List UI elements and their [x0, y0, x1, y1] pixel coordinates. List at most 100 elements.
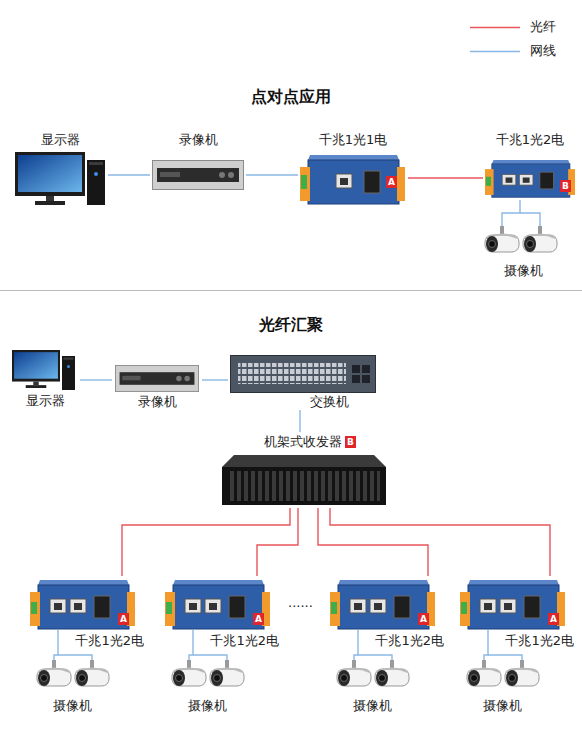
cable-link	[299, 410, 300, 432]
fiber-link	[257, 508, 298, 576]
converter-picture	[30, 580, 135, 629]
cable-link	[484, 650, 488, 660]
cable-link	[108, 174, 150, 175]
converter-picture	[485, 160, 575, 197]
network-switch: 交换机	[228, 352, 378, 410]
cable-branch	[58, 655, 92, 660]
media-converter: 千兆1光2电 B	[483, 128, 577, 200]
rack-transceiver: 机架式收发器B	[218, 432, 388, 508]
device-label: 千兆1光2电	[210, 633, 279, 649]
camera-pair: 摄像机	[165, 660, 249, 718]
camera-picture	[37, 660, 71, 686]
cable-stub	[487, 630, 488, 650]
cable-stub	[357, 630, 358, 650]
media-converter: 千兆1光1电 A	[298, 128, 408, 208]
device-label: 摄像机	[188, 698, 227, 714]
device-label: 摄像机	[504, 263, 543, 279]
monitor-picture	[12, 350, 60, 388]
converter-picture	[165, 580, 270, 629]
cable-link	[80, 379, 112, 380]
rack-picture	[222, 455, 386, 505]
media-converter: 千兆1光2电 A	[28, 576, 146, 650]
video-recorder: 录像机	[150, 128, 246, 194]
cable-link	[246, 174, 298, 175]
media-converter: 千兆1光2电 A	[328, 576, 446, 650]
camera-pair: 摄像机	[30, 660, 114, 718]
recorder-picture	[115, 365, 198, 391]
camera-picture	[467, 660, 501, 686]
cable-stubs	[58, 630, 522, 660]
legend-label: 网线	[530, 43, 556, 59]
section-title: 点对点应用	[0, 87, 582, 107]
fiber-link	[122, 508, 290, 576]
device-label: 显示器	[26, 393, 65, 409]
port-badge: A	[386, 176, 397, 188]
camera-picture	[172, 660, 206, 686]
cable-link	[502, 200, 520, 226]
port-badge: A	[118, 613, 129, 625]
converter-picture	[460, 580, 565, 629]
legend-cable-sample	[470, 51, 520, 52]
pc-tower-picture	[62, 356, 75, 390]
ellipsis-label: ......	[288, 595, 313, 611]
monitor: 显示器	[10, 348, 80, 410]
port-badge: B	[560, 180, 571, 192]
device-label: 摄像机	[53, 698, 92, 714]
fiber-link	[408, 177, 483, 178]
camera-picture	[505, 660, 539, 686]
media-converter: 千兆1光2电 A	[458, 576, 576, 650]
cable-stub	[192, 630, 193, 650]
monitor: 显示器	[12, 128, 108, 208]
device-label: 千兆1光1电	[319, 132, 388, 148]
legend-label: 光纤	[530, 19, 556, 35]
device-label: 千兆1光2电	[496, 132, 565, 148]
camera-picture	[210, 660, 244, 686]
cable-link	[189, 650, 193, 660]
fiber-link	[318, 508, 428, 576]
cable-link	[54, 650, 58, 660]
device-label: 千兆1光2电	[75, 633, 144, 649]
camera-pair: 摄像机	[330, 660, 414, 718]
monitor-picture	[15, 152, 85, 205]
device-label: 录像机	[179, 132, 218, 148]
camera-pair: 摄像机	[478, 226, 568, 280]
cable-stub	[57, 630, 58, 650]
device-label: 录像机	[138, 394, 177, 410]
camera-pair: 摄像机	[460, 660, 544, 718]
section-divider	[0, 290, 582, 291]
device-label: 摄像机	[483, 698, 522, 714]
cable-link	[202, 379, 228, 380]
cable-branch	[358, 655, 392, 660]
cable-branch	[520, 213, 540, 226]
port-badge: B	[345, 436, 356, 448]
port-badge: A	[418, 613, 429, 625]
camera-picture	[375, 660, 409, 686]
camera-picture	[337, 660, 371, 686]
legend-fiber-sample	[470, 27, 520, 28]
device-label: 千兆1光2电	[505, 633, 574, 649]
media-converter: 千兆1光2电 A	[163, 576, 281, 650]
device-label: 机架式收发器	[264, 434, 342, 450]
converter-picture	[300, 155, 405, 204]
converter-picture	[330, 580, 435, 629]
fiber-link	[330, 508, 550, 576]
section-title: 光纤汇聚	[0, 315, 582, 335]
device-label: 摄像机	[353, 698, 392, 714]
camera-picture	[485, 226, 519, 252]
video-recorder: 录像机	[112, 360, 202, 410]
switch-picture	[231, 356, 376, 393]
camera-picture	[523, 226, 557, 252]
cable-branch	[193, 655, 227, 660]
cable-branch	[488, 655, 522, 660]
camera-picture	[75, 660, 109, 686]
device-label: 显示器	[41, 132, 80, 148]
device-label: 千兆1光2电	[375, 633, 444, 649]
port-badge: A	[253, 613, 264, 625]
pc-tower-picture	[87, 160, 105, 205]
device-label: 交换机	[310, 394, 349, 410]
port-badge: A	[548, 613, 559, 625]
cable-link	[354, 650, 358, 660]
